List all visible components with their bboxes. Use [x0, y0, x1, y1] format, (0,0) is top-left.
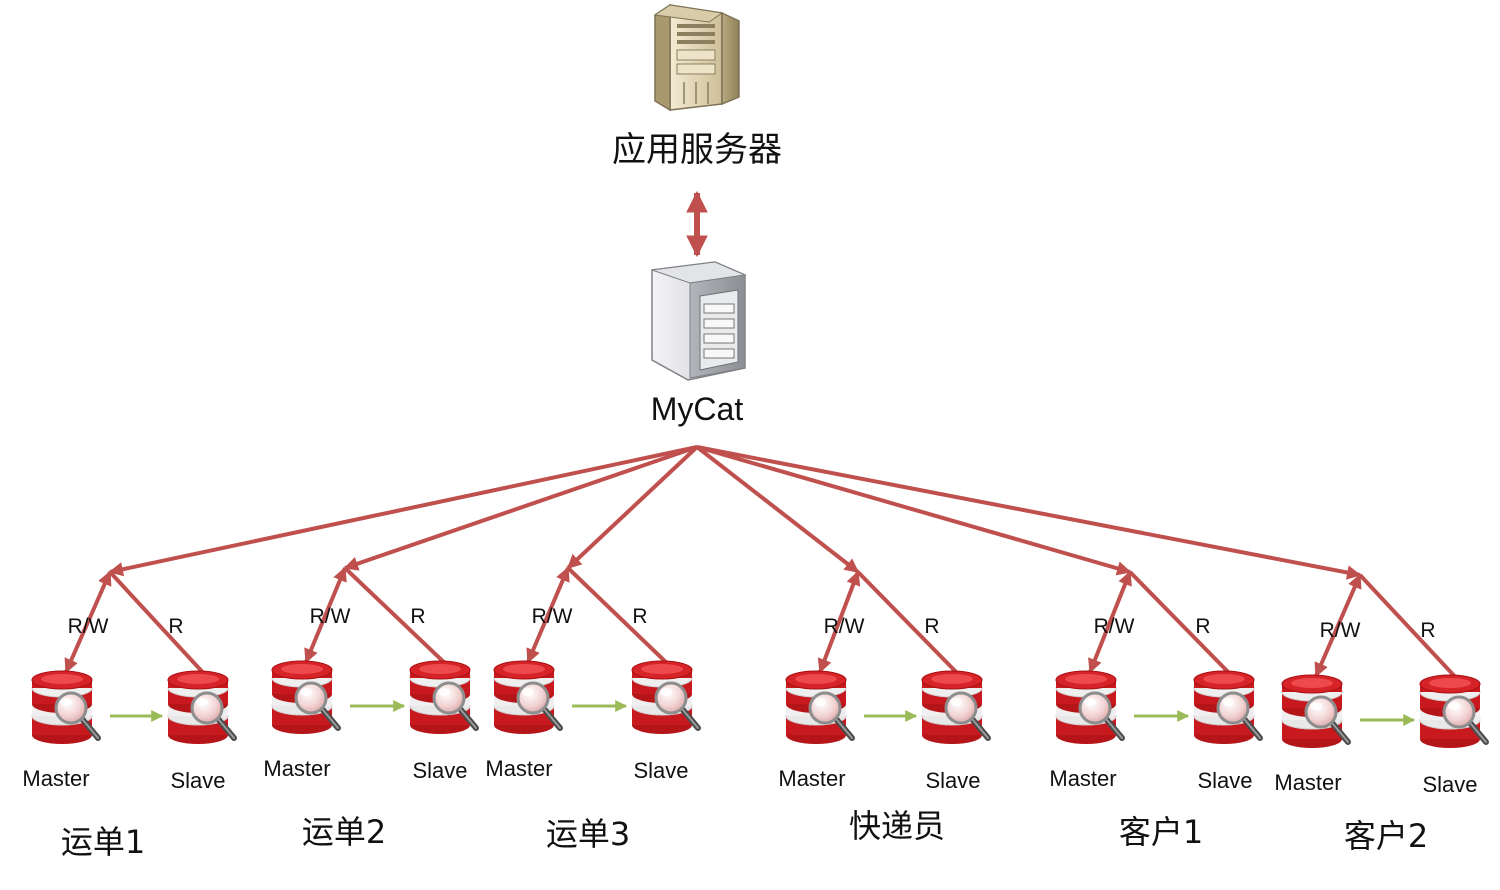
slave-database-icon [1420, 675, 1486, 748]
slave-label: Slave [412, 758, 468, 783]
rw-label: R/W [1093, 615, 1135, 638]
mycat-server-icon [651, 261, 747, 381]
mycat-to-shard-arrow [695, 445, 860, 574]
slave-label: Slave [1422, 772, 1478, 797]
read-write-arrow [1088, 570, 1132, 674]
group-name: 客户2 [1343, 817, 1429, 855]
master-label: Master [1274, 770, 1342, 795]
rw-label: R/W [1319, 619, 1361, 642]
r-label: R [924, 615, 940, 638]
group-name: 快递员 [848, 807, 946, 845]
read-write-arrow [817, 570, 861, 674]
slave-database-icon [632, 661, 698, 734]
r-label: R [410, 605, 426, 628]
group-name: 运单3 [545, 815, 631, 853]
mycat-shard-arrows [108, 445, 1362, 580]
mycat-to-shard-arrow [566, 445, 699, 570]
r-label: R [632, 605, 648, 628]
master-database-icon [272, 661, 338, 734]
slave-database-icon [922, 671, 988, 744]
rw-label: R/W [67, 615, 109, 638]
master-label: Master [778, 766, 846, 791]
read-write-arrow [1314, 573, 1362, 678]
app-server-label: 应用服务器 [612, 130, 782, 170]
rw-label: R/W [823, 615, 865, 638]
mycat-label: MyCat [650, 391, 744, 427]
slave-label: Slave [170, 768, 226, 793]
mycat-to-shard-arrow [696, 445, 1132, 576]
slave-database-icon [410, 661, 476, 734]
slave-label: Slave [1197, 768, 1253, 793]
master-label: Master [1049, 766, 1117, 791]
rw-label: R/W [531, 605, 573, 628]
master-database-icon [494, 661, 560, 734]
read-arrow [1128, 570, 1236, 680]
read-arrow [108, 570, 210, 680]
master-database-icon [1056, 671, 1122, 744]
slave-label: Slave [633, 758, 689, 783]
mycat-to-shard-arrow [696, 445, 1362, 580]
shard-groups [32, 566, 1486, 748]
read-write-arrow [304, 566, 347, 664]
read-arrow [856, 570, 964, 680]
app-server-icon [653, 3, 740, 112]
read-write-arrow [64, 570, 112, 674]
mycat-to-shard-arrow [108, 445, 698, 577]
master-label: Master [485, 756, 553, 781]
mycat-to-shard-arrow [343, 445, 698, 571]
r-label: R [168, 615, 184, 638]
master-label: Master [22, 766, 90, 791]
group-name: 客户1 [1118, 813, 1204, 851]
rw-label: R/W [309, 605, 351, 628]
read-write-arrow [526, 566, 570, 664]
group-name: 运单1 [60, 823, 146, 861]
r-label: R [1195, 615, 1211, 638]
read-arrow [566, 566, 674, 670]
slave-database-icon [1194, 671, 1260, 744]
slave-database-icon [168, 671, 234, 744]
group-name: 运单2 [301, 813, 387, 851]
r-label: R [1420, 619, 1436, 642]
read-arrow [1358, 573, 1462, 684]
read-arrow [343, 566, 452, 670]
master-database-icon [1282, 675, 1348, 748]
master-database-icon [786, 671, 852, 744]
master-database-icon [32, 671, 98, 744]
master-label: Master [263, 756, 331, 781]
slave-label: Slave [925, 768, 981, 793]
